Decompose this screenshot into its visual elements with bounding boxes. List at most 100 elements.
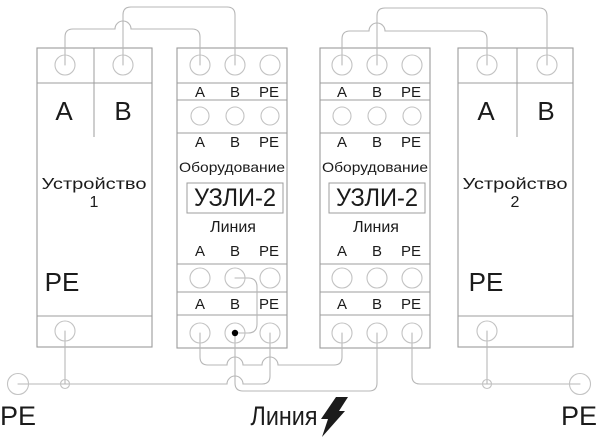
module-2-label: B [372,134,382,151]
module-2-box [319,47,431,349]
module-1-brand-box [186,182,284,214]
module-1-label: B [230,134,240,151]
module-2-line-side-label: Линия [353,219,399,236]
ground-pe-left-circle [6,372,30,396]
module-2-equipment-top-pe-circle [401,54,423,76]
junction-device1-pe-circle [59,378,71,390]
module-1-equipment-top-b-circle [224,54,246,76]
module-2-equipment-inner-pe-circle [402,106,422,126]
module-2-label: A [337,134,347,151]
junction-device2-pe-circle [481,378,493,390]
module-1-line-inner-pe-circle [259,267,281,289]
wire-line-conductor-b [234,332,378,392]
module-1-equipment-side-label: Оборудование [179,159,285,175]
module-1-line-side-label: Линия [210,219,256,236]
ground-pe-left-label: PE [0,401,36,431]
bottom-labels: PE PE Линия [0,397,597,437]
wire-pe-bus-right [411,332,581,385]
wire-module2-b-to-device2-b [376,7,548,66]
module-1-label: A [195,243,205,260]
device-1-terminal-b-circle [112,54,134,76]
device-1-terminal-pe-label: PE [45,267,80,297]
device-2-terminals [476,54,558,342]
device-1-terminal-b-label: B [114,96,131,126]
module-1-label: A [195,296,205,313]
module-2-label: B [372,296,382,313]
device-2-terminal-b-label: B [537,96,554,126]
device-2-terminal-b-circle [536,54,558,76]
module-2-label: A [337,243,347,260]
device-1-name: Устройство [42,176,147,193]
module-2-equipment-top-a-circle [331,54,353,76]
module-1-label: A [195,84,205,101]
module-2-label: B [372,243,382,260]
device-1-terminal-a-label: A [55,96,73,126]
ground-pe-right-label: PE [561,401,597,431]
device-1-terminals [54,54,134,342]
module-1-box [176,47,288,349]
module-1-label: A [195,134,205,151]
ground-pe-right-circle [568,372,592,396]
module-2-line-bottom-pe-circle [401,322,423,344]
module-1-label: PE [259,84,279,101]
module-1-terminals [189,54,281,344]
wire-device1-b-to-module1-b [122,6,236,66]
wires [17,6,581,392]
module-2-equipment-inner-b-circle [367,106,387,126]
device-2-labels: A B Устройство 2 PE [463,96,568,297]
module-2-line-bottom-b-circle [366,322,388,344]
module-1-brand: УЗЛИ-2 [194,184,276,212]
wire-line-conductor-a [199,332,343,366]
module-1-line-bottom-b-circle [224,322,246,344]
module-1-label: PE [259,243,279,260]
module-1-line-bottom-pe-circle [259,322,281,344]
module-2-equipment-top-b-circle [366,54,388,76]
module-1-equipment-inner-pe-circle [260,106,280,126]
module-1-line-bottom-a-circle [189,322,211,344]
module-1-label: B [230,243,240,260]
device-1-number: 1 [90,194,99,211]
device-2-terminal-a-label: A [477,96,495,126]
module-1-equipment-top-pe-circle [259,54,281,76]
device-2-terminal-pe-circle [476,320,498,342]
device-2-terminal-pe-label: PE [469,267,504,297]
module-1-label: PE [259,296,279,313]
wire-module1-line-b-loop [234,277,258,334]
module-1-labels: A B PE A B PE Оборудование УЗЛИ-2 Линия … [179,84,285,313]
module-2-line-bottom-a-circle [331,322,353,344]
module-2-label: A [337,296,347,313]
device-1-labels: A B Устройство 1 PE [42,96,147,297]
wire-pe-bus-left [17,332,271,385]
device-2-number: 2 [511,194,520,211]
lightning-bolt-icon [321,397,348,437]
module-2-brand: УЗЛИ-2 [336,184,418,212]
device-2-name: Устройство [463,176,568,193]
module-1-equipment-inner-a-circle [190,106,210,126]
module-2-label: PE [401,134,421,151]
module-2-equipment-side-label: Оборудование [322,159,428,175]
module-2-label: PE [401,296,421,313]
line-label: Линия [251,401,318,431]
module-1-label: B [230,84,240,101]
device-2-terminal-a-circle [476,54,498,76]
module-2-terminals [331,54,423,344]
junction-dot-module1-line-b [231,329,239,337]
device-1-terminal-pe-circle [54,320,76,342]
ground-nodes [6,329,592,396]
module-2-line-inner-a-circle [331,267,353,289]
module-2-label: PE [401,84,421,101]
module-1-equipment-inner-b-circle [225,106,245,126]
device-1-terminal-a-circle [54,54,76,76]
module-2-label: PE [401,243,421,260]
module-2-line-inner-pe-circle [401,267,423,289]
module-2-label: A [337,84,347,101]
module-2-label: B [372,84,382,101]
module-2-line-inner-b-circle [366,267,388,289]
module-1-line-inner-a-circle [189,267,211,289]
device-2-outline [457,47,574,348]
device-2-box [457,47,574,348]
module-2-labels: A B PE A B PE Оборудование УЗЛИ-2 Линия … [322,84,428,313]
module-2-equipment-inner-a-circle [332,106,352,126]
